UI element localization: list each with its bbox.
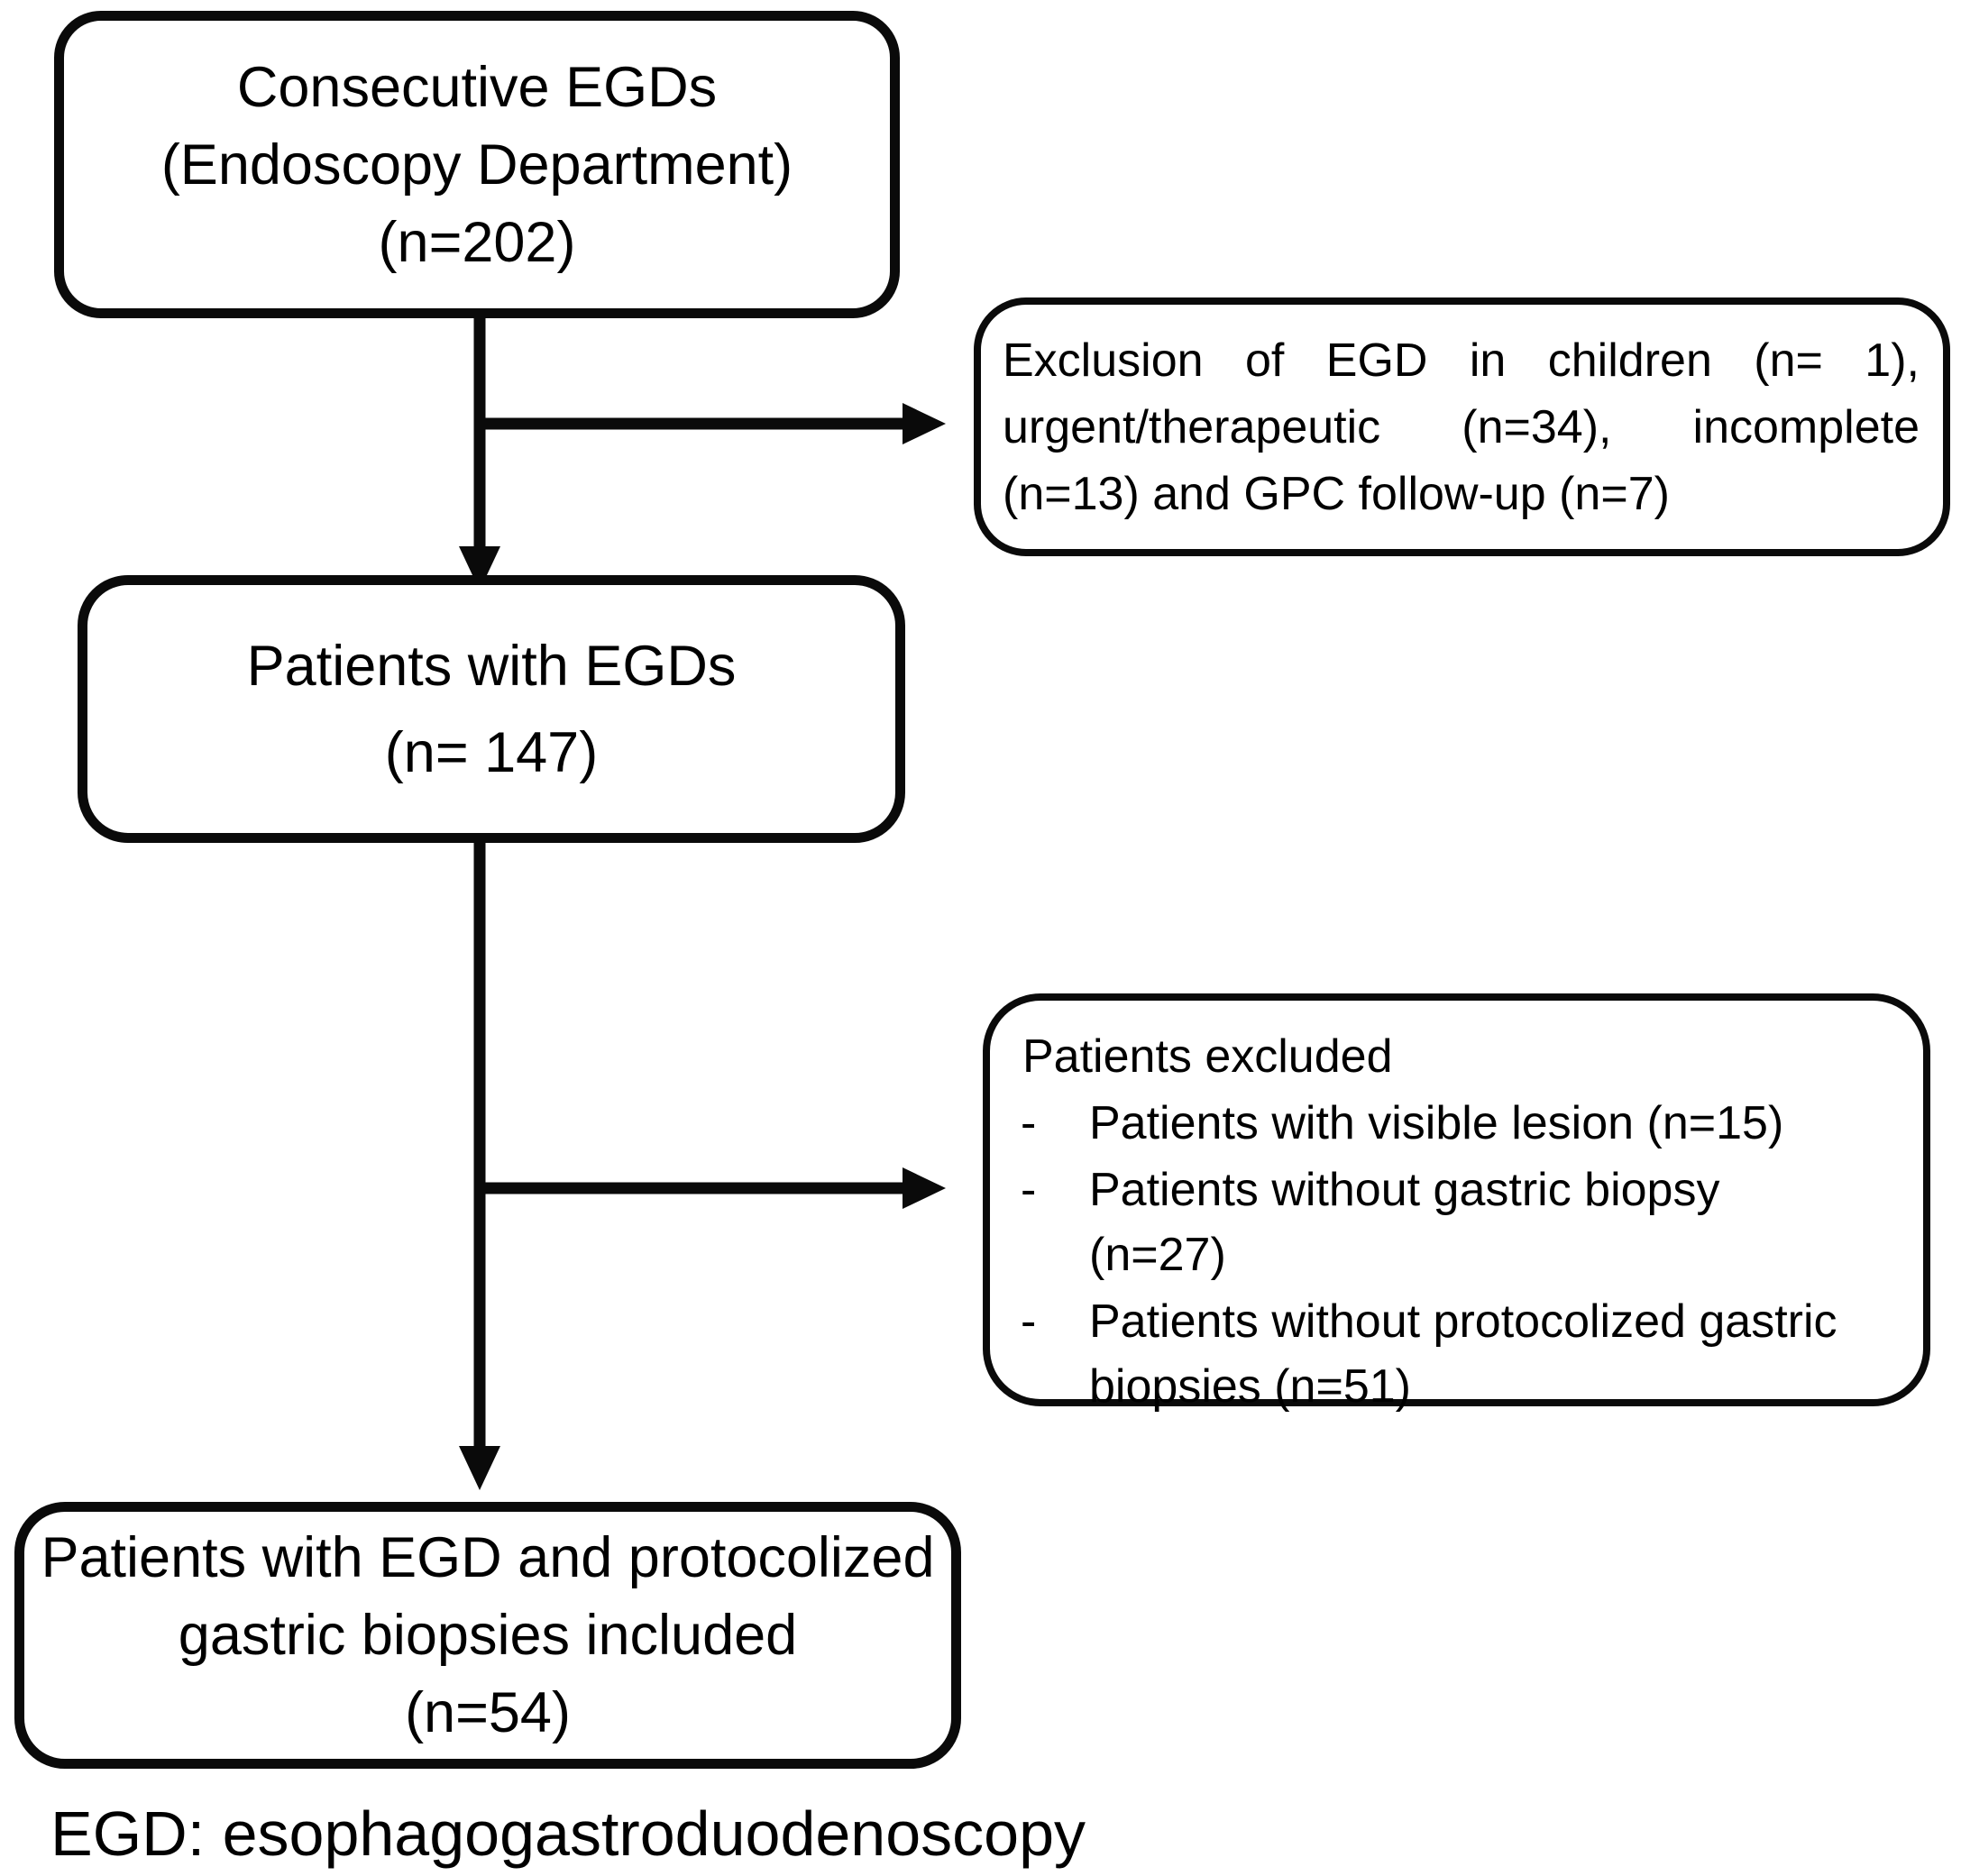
box-consecutive-egds-line1: Consecutive EGDs — [236, 55, 718, 119]
box-patients-with-egds-count: (n= 147) — [384, 720, 599, 784]
box-exclusion-egd-line3: (n=13) and GPC follow-up (n=7) — [1003, 467, 1670, 520]
abbreviation-footnote: EGD: esophagogastroduodenoscopy — [50, 1798, 1086, 1869]
excluded-item-no-protocolized-biopsies-line2: biopsies (n=51) — [1089, 1360, 1411, 1413]
arrow-patients-to-included — [459, 843, 500, 1490]
box-patients-with-egds: Patients with EGDs (n= 147) — [78, 575, 905, 843]
excluded-item-no-protocolized-biopsies: - Patients without protocolized gastric … — [1017, 1289, 1901, 1419]
box-patients-included-line2: gastric biopsies included — [178, 1604, 798, 1667]
list-dash-marker: - — [1021, 1295, 1037, 1348]
box-consecutive-egds-line2: (Endoscopy Department) — [160, 133, 793, 197]
arrow-branch-exclusion-2 — [480, 1167, 946, 1209]
excluded-item-visible-lesion: - Patients with visible lesion (n=15) — [1017, 1091, 1901, 1156]
box-exclusion-egd-line2: urgent/therapeutic (n=34), incomplete — [1003, 400, 1920, 453]
box-exclusion-egd: Exclusion of EGD in children (n= 1), urg… — [974, 297, 1950, 556]
list-dash-marker: - — [1021, 1097, 1037, 1149]
list-dash-marker: - — [1021, 1164, 1037, 1216]
box-patients-included-line1: Patients with EGD and protocolized — [41, 1526, 935, 1589]
box-patients-included: Patients with EGD and protocolized gastr… — [14, 1502, 961, 1769]
box-consecutive-egds: Consecutive EGDs (Endoscopy Department) … — [54, 11, 900, 318]
excluded-item-no-gastric-biopsy-line2: (n=27) — [1089, 1229, 1226, 1281]
excluded-item-no-gastric-biopsy-line1: Patients without gastric biopsy — [1089, 1164, 1720, 1216]
box-patients-with-egds-line1: Patients with EGDs — [246, 634, 737, 698]
box-patients-included-count: (n=54) — [405, 1681, 571, 1744]
arrow-branch-exclusion-1 — [480, 403, 946, 444]
box-exclusion-egd-line1: Exclusion of EGD in children (n= 1), — [1003, 334, 1920, 387]
box-consecutive-egds-count: (n=202) — [378, 210, 576, 274]
excluded-item-visible-lesion-line1: Patients with visible lesion (n=15) — [1089, 1097, 1784, 1149]
box-patients-excluded: Patients excluded - Patients with visibl… — [983, 993, 1930, 1413]
excluded-item-no-protocolized-biopsies-line1: Patients without protocolized gastric — [1089, 1295, 1837, 1348]
excluded-item-no-gastric-biopsy: - Patients without gastric biopsy (n=27) — [1017, 1158, 1901, 1287]
arrow-top-to-patients — [459, 318, 500, 590]
patients-excluded-title: Patients excluded — [1022, 1030, 1393, 1083]
